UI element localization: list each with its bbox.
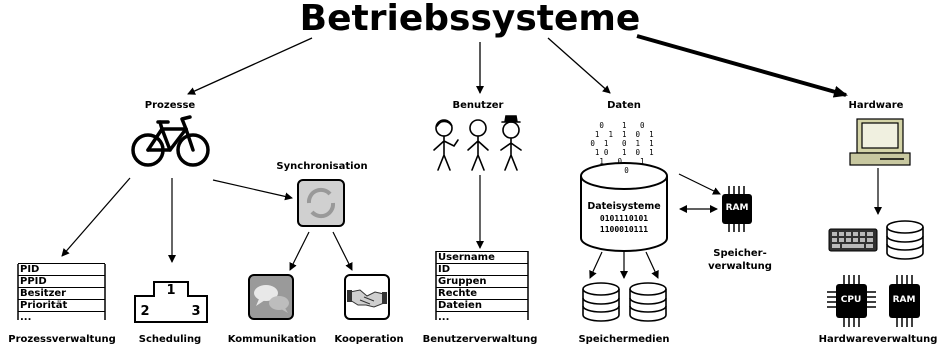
node-hardware: Hardware [848,100,904,111]
diagram-title: Betriebssysteme [299,0,641,39]
podium-first: 1 [166,283,176,298]
title-arrows [187,34,848,98]
process-table-frame [17,264,106,320]
node-synchronisation: Synchronisation [276,161,368,172]
node-daten: Daten [607,100,641,111]
node-benutzer: Benutzer [452,100,504,111]
table-row: Priorität [18,299,105,311]
table-row: PPID [18,275,105,287]
keyboard-icon [828,228,878,252]
arrow-to-daten [547,37,611,94]
node-scheduling: Scheduling [138,334,202,345]
node-speicherverwaltung-2: verwaltung [708,261,772,272]
arrow-to-hardware [636,34,848,98]
chip-icon [722,186,752,232]
arrow-to-prozesse [187,37,313,95]
stick-figures-icon [433,115,522,171]
user-table: Username ID Gruppen Rechte Dateien ... [436,251,528,323]
filesystem-label: Dateisysteme [587,201,661,212]
podium-second: 2 [140,304,150,319]
node-speichermedien: Speichermedien [578,334,670,345]
table-row: PID [18,263,105,275]
process-table: PID PPID Besitzer Priorität ... [18,263,105,323]
node-speicherverwaltung-1: Speicher- [713,248,767,259]
ram-label: RAM [725,203,749,213]
cpu-chip-icon [827,275,876,327]
ram-hw-label: RAM [892,295,916,305]
table-row: ID [436,263,528,275]
filesystem-bits-2: 1100010111 [599,225,649,234]
node-kommunikation: Kommunikation [227,334,317,345]
disk-stack-icon [582,220,924,322]
table-row: ... [18,311,105,323]
node-benutzerverwaltung: Benutzerverwaltung [422,334,538,345]
computer-icon [849,118,911,166]
node-prozesse: Prozesse [144,100,196,111]
user-table-frame [435,251,529,320]
podium-icon [134,281,208,323]
ram-chip-icon [889,275,920,327]
table-row: ... [436,311,528,323]
table-row: Rechte [436,287,528,299]
table-row: Dateien [436,299,528,311]
filesystem-cylinder [580,162,668,252]
table-row: Username [436,251,528,263]
table-row: Gruppen [436,275,528,287]
node-kooperation: Kooperation [334,334,404,345]
sync-icon [297,179,345,227]
podium-third: 3 [191,304,201,319]
node-hardwareverwaltung: Hardwareverwaltung [818,334,938,345]
chat-bubbles-icon [248,274,294,320]
filesystem-bits-1: 0101110101 [599,214,649,223]
node-prozessverwaltung: Prozessverwaltung [8,334,116,345]
handshake-icon [344,274,390,320]
cpu-label: CPU [840,295,862,305]
table-row: Besitzer [18,287,105,299]
bicycle-icon [131,115,210,167]
floating-bits: 0 1 0 1 1 1 0 1 0 1 0 1 1 1 0 1 0 1 1 0 … [590,121,654,175]
